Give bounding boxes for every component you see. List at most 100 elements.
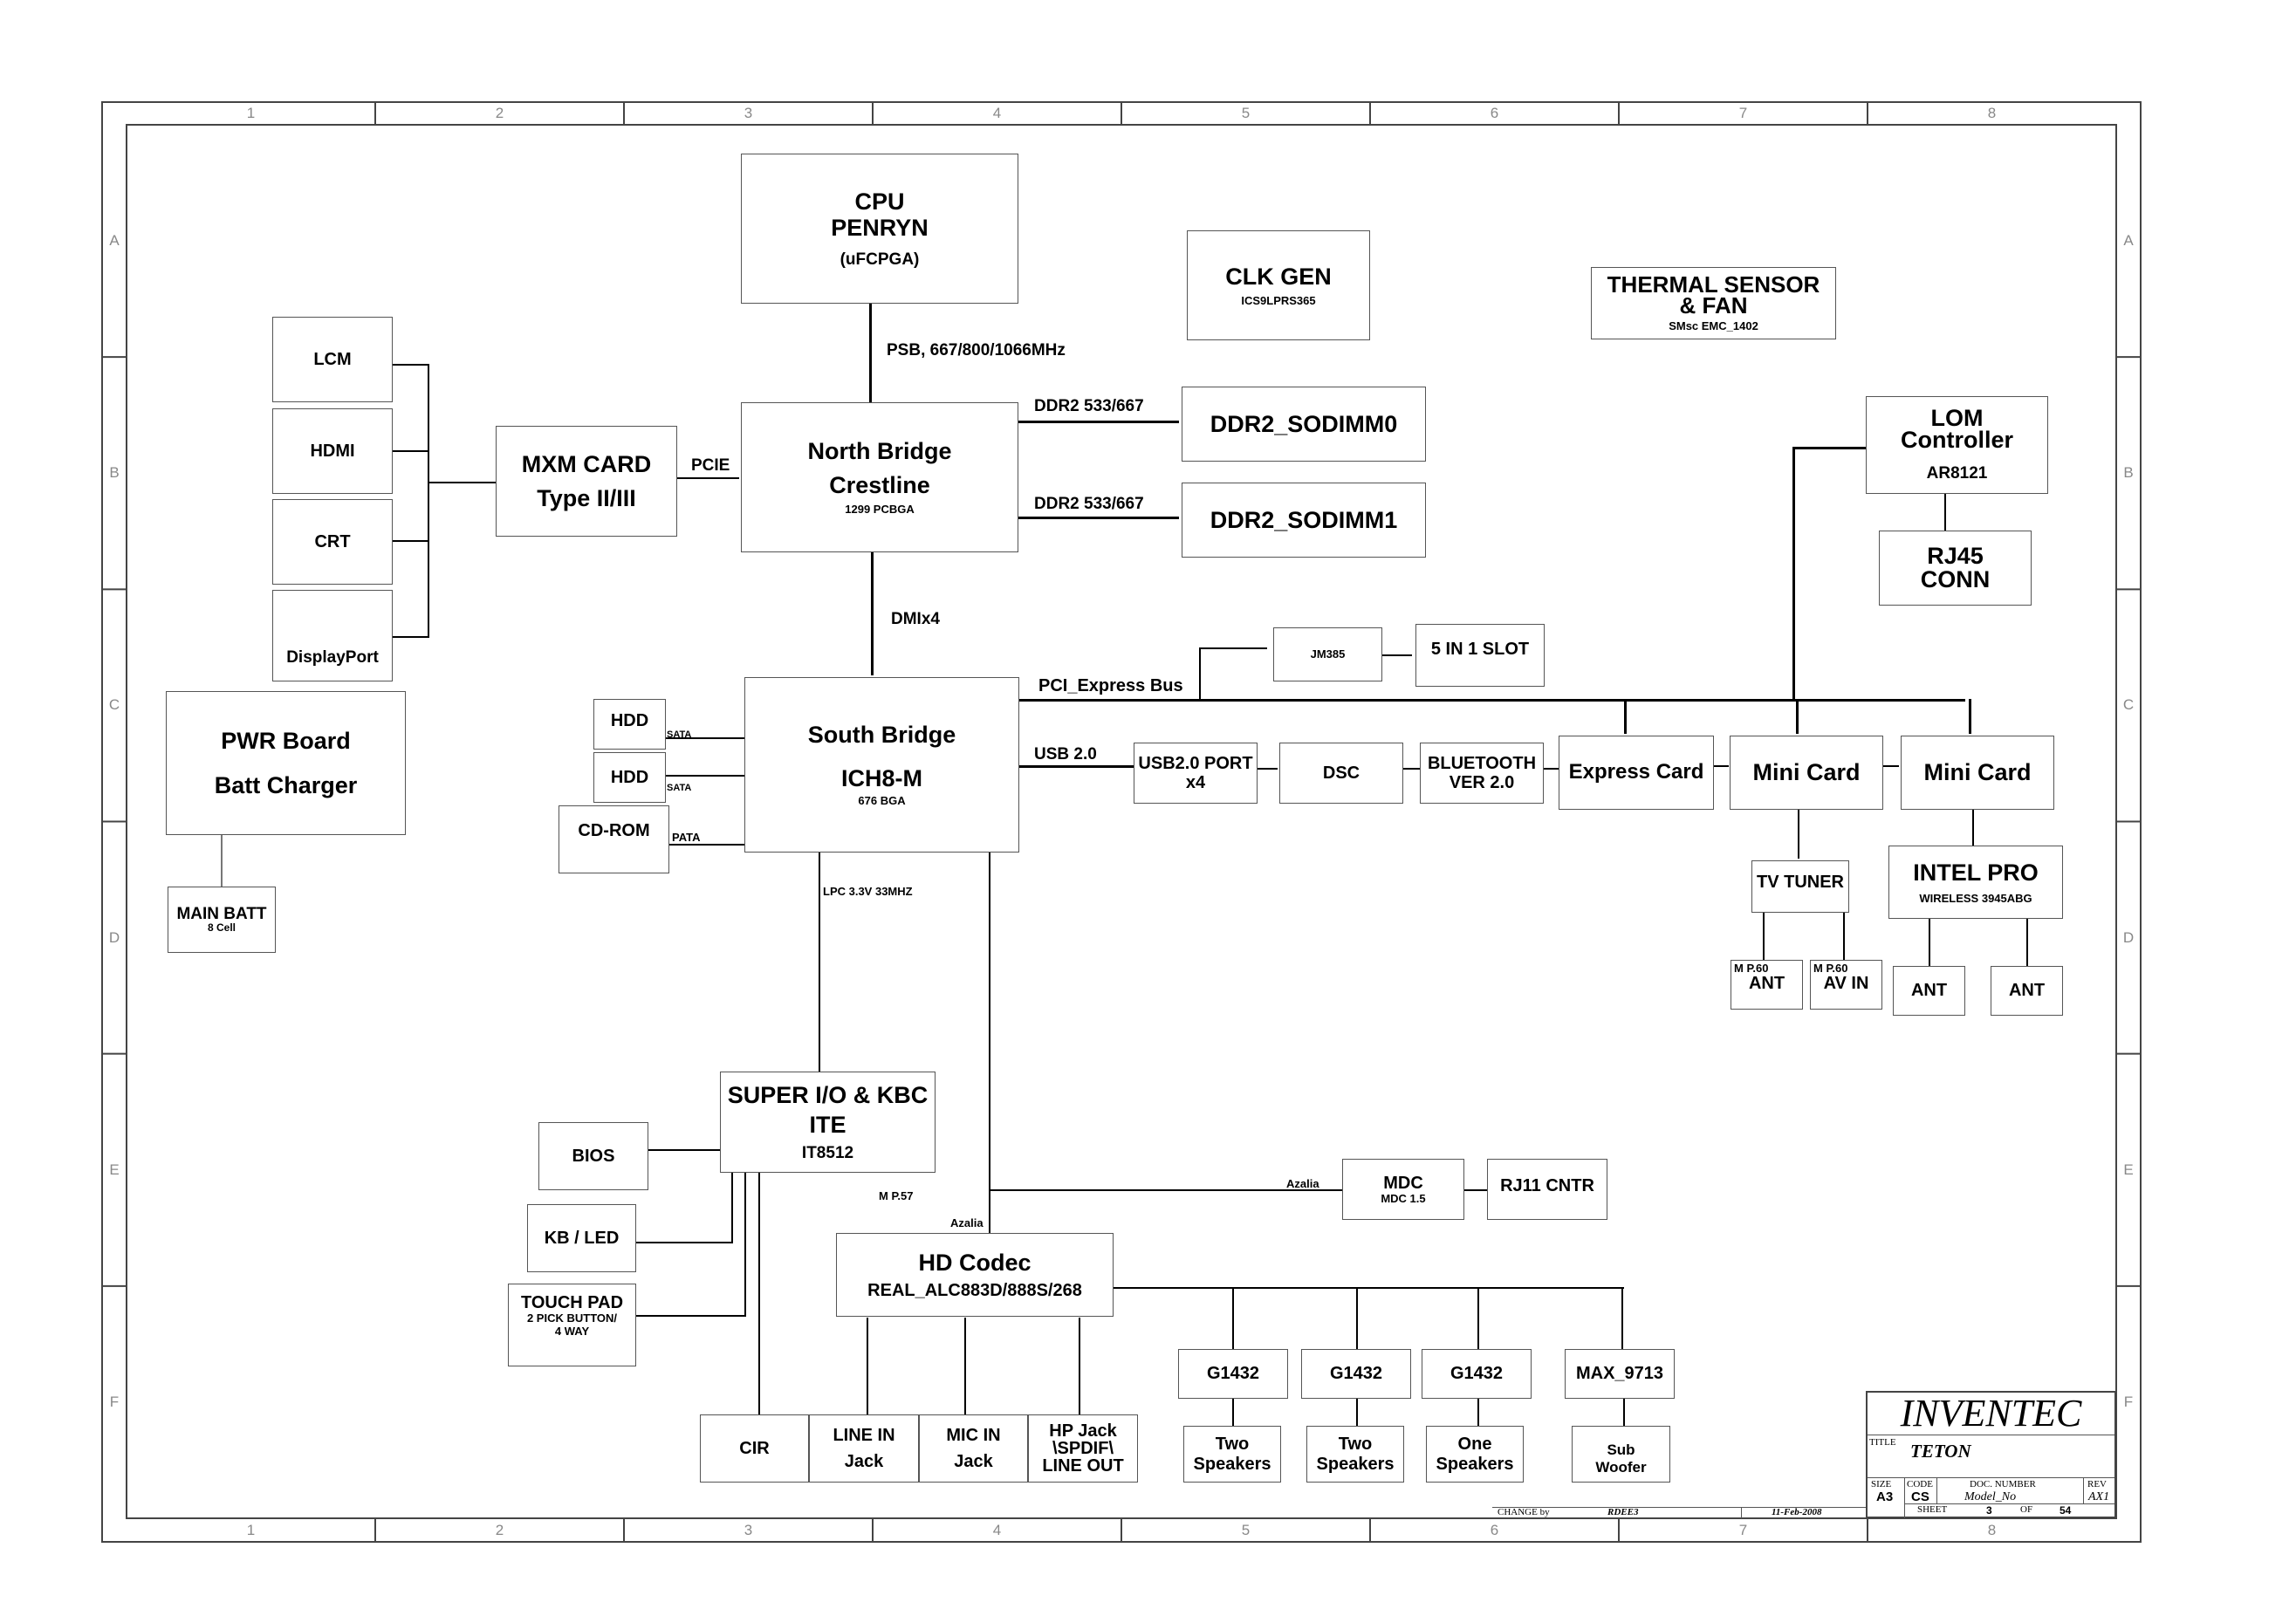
frame-row-label-left: E [109,1161,120,1178]
nb-model: Crestline [829,471,930,498]
bt-express-line [1541,768,1559,770]
north-bridge-block: North Bridge Crestline 1299 PCBGA [741,402,1018,552]
frame-row-label-left: D [108,928,120,946]
nb-title: North Bridge [807,438,952,465]
sb-title: South Bridge [807,721,956,748]
rj45-subtitle: CONN [1920,566,1991,592]
frame-col-label-bottom: 8 [1987,1522,1997,1538]
pcie-line [675,477,739,479]
frame-col-label-bottom: 5 [1241,1522,1251,1538]
frame-col-label-bottom: 6 [1490,1522,1499,1538]
usb-port-title: USB2.0 PORT [1138,753,1253,773]
hdd1-line [666,737,744,739]
cir-label: CIR [739,1438,770,1458]
line-in-block: LINE IN Jack [809,1414,919,1483]
sheet-label: SHEET [1917,1504,1948,1515]
hdd2-label: HDD [610,767,649,787]
line-in-jack: Jack [844,1452,884,1471]
title-block: INVENTEC TITLE TETON SIZE A3 CODE CS DOC… [1866,1391,2116,1518]
max9713-label: MAX_9713 [1575,1364,1664,1384]
lom-feed-line [1792,447,1866,449]
mic-in-title: MIC IN [946,1425,1001,1445]
ant2-label: ANT [1910,981,1948,1001]
super-io-vendor: ITE [809,1112,846,1139]
spk3-line [1477,1396,1479,1426]
5in1-slot-label: 5 IN 1 SLOT [1430,639,1530,659]
frame-col-label-top: 5 [1241,105,1251,121]
title-value: TETON [1910,1441,1971,1462]
hp-jack-title: HP Jack [1049,1421,1117,1441]
pci-express-bus-line [1015,699,1965,702]
ant1-ref: M P.60 [1734,962,1769,975]
tv-avin-line [1843,912,1845,962]
tp-line [636,1315,746,1317]
rev-col-divider [2083,1477,2084,1503]
ant3-label: ANT [2008,981,2046,1001]
g1432-amp3-label: G1432 [1450,1364,1504,1384]
pcie-label: PCIE [691,456,730,475]
south-bridge-block: South Bridge ICH8-M 676 BGA [744,677,1019,853]
dsc-label: DSC [1322,763,1360,783]
bluetooth-block: BLUETOOTH VER 2.0 [1420,743,1544,804]
change-by-label: CHANGE by [1498,1507,1550,1517]
usb-line [1015,765,1134,768]
speakers1-label: Speakers [1193,1454,1271,1474]
mini2-intel-line [1972,810,1974,846]
touch-pad-title: TOUCH PAD [520,1293,624,1312]
sheet-value: 3 [1986,1504,1992,1517]
g1432-amp1-label: G1432 [1206,1364,1260,1384]
speakers3-block: One Speakers [1426,1426,1524,1483]
avin-ref: M P.60 [1813,962,1848,975]
sub-woofer-label: Woofer [1595,1458,1647,1476]
intel-pro-model: WIRELESS 3945ABG [1919,891,2032,905]
change-by-value: RDEE3 [1607,1507,1639,1517]
ddr-line-1 [1015,517,1179,519]
g1432-amp3-block: G1432 [1422,1349,1532,1399]
lom-subtitle: Controller [1900,427,2013,454]
tv-ant-line [1763,912,1765,962]
frame-col-label-bottom: 3 [744,1522,753,1538]
ant1-block: M P.60 ANT [1731,960,1803,1010]
frame-col-label-top: 3 [744,105,753,121]
doc-number-label: DOC. NUMBER [1970,1479,2036,1489]
express-card-block: Express Card [1559,736,1714,810]
cdrom-line [669,844,744,846]
size-col-divider [1904,1477,1905,1518]
sub-woofer-block: Sub Woofer [1572,1426,1670,1483]
crt-line [393,540,428,542]
mini-card2-label: Mini Card [1923,759,2032,786]
lom-rj45-line [1944,493,1946,531]
change-date: 11-Feb-2008 [1772,1507,1822,1517]
super-io-title: SUPER I/O & KBC [727,1082,929,1109]
speakers1-count: Two [1215,1435,1250,1455]
crt-block: CRT [272,499,393,585]
rev-label: REV [2087,1479,2107,1489]
express-mini1-line [1711,765,1729,767]
rj45-block: RJ45 CONN [1879,531,2032,606]
bios-block: BIOS [538,1122,648,1190]
dsc-block: DSC [1279,743,1403,804]
bios-line [648,1149,720,1151]
cpu-model: PENRYN [831,215,929,242]
cir-block: CIR [700,1414,809,1483]
tv-tuner-label: TV TUNER [1757,872,1844,892]
frame-col-label-bottom: 4 [992,1522,1002,1538]
display-to-mxm-line [428,482,496,483]
change-divider [1741,1508,1742,1518]
frame-row-label-left: F [109,1393,120,1410]
azalia-label-codec: Azalia [950,1216,984,1229]
pata-label: PATA [672,831,701,844]
cdrom-block: CD-ROM [559,805,669,873]
psb-label: PSB, 667/800/1066MHz [887,341,1066,360]
tp-riser-line [744,1171,746,1316]
speakers1-block: Two Speakers [1183,1426,1281,1483]
intel-ant2-line [2026,918,2028,969]
speakers2-count: Two [1338,1435,1373,1455]
cdrom-label: CD-ROM [578,820,650,840]
code-label: CODE [1907,1479,1933,1489]
woofer-line [1623,1396,1625,1426]
ant1-label: ANT [1748,973,1785,993]
pwr-board-block: PWR Board Batt Charger [166,691,406,835]
